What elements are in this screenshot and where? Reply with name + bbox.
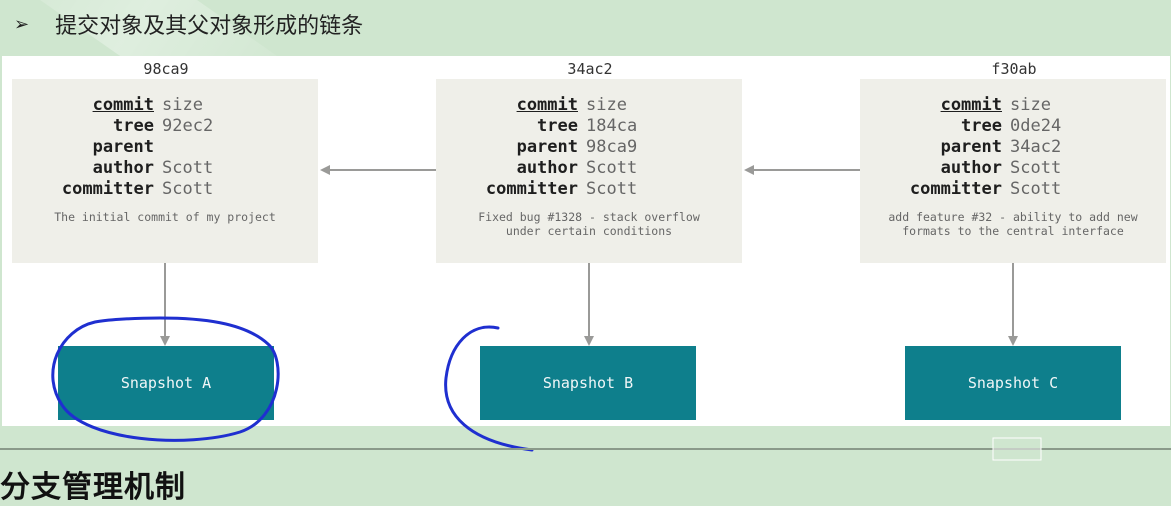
field-row: tree 92ec2	[12, 116, 318, 137]
field-value: 0de24	[1010, 116, 1062, 136]
field-row: author Scott	[12, 158, 318, 179]
field-row: tree 0de24	[860, 116, 1166, 137]
field-row: commit size	[12, 95, 318, 116]
field-value: Scott	[1010, 158, 1062, 178]
bullet-arrow-icon: ➢	[14, 13, 30, 35]
handdrawn-annotations	[51, 316, 534, 452]
field-value: 184ca	[586, 116, 638, 136]
field-row: author Scott	[860, 158, 1166, 179]
field-value: size	[1010, 95, 1051, 115]
field-key: tree	[113, 116, 154, 136]
commit-hash-label: 98ca9	[143, 60, 189, 78]
diagram-connectors	[160, 165, 1018, 346]
field-key: parent	[940, 137, 1002, 157]
snapshot-box: Snapshot B	[480, 346, 696, 420]
field-key: parent	[92, 137, 154, 157]
field-row: parent 34ac2	[860, 137, 1166, 158]
field-value: 92ec2	[162, 116, 214, 136]
bullet-item: ➢ 提交对象及其父对象形成的链条	[14, 6, 363, 42]
field-key: author	[940, 158, 1002, 178]
bullet-text: 提交对象及其父对象形成的链条	[55, 14, 364, 39]
field-key: committer	[485, 179, 578, 199]
field-row: tree 184ca	[436, 116, 742, 137]
field-value: Scott	[162, 179, 214, 199]
field-key: committer	[61, 179, 154, 199]
field-row: commit size	[436, 95, 742, 116]
field-row: committer Scott	[12, 179, 318, 200]
field-key: parent	[516, 137, 578, 157]
snapshot-box: Snapshot A	[58, 346, 274, 420]
field-value: 98ca9	[586, 137, 638, 157]
field-value: 34ac2	[1010, 137, 1062, 157]
commit-hash-label: f30ab	[991, 60, 1037, 78]
commit-message: add feature #32 - ability to add new for…	[888, 210, 1138, 238]
field-value: size	[162, 95, 203, 115]
field-key: commit	[516, 95, 578, 115]
field-row: commit size	[860, 95, 1166, 116]
field-value: Scott	[586, 158, 638, 178]
bracket-annotation	[444, 325, 534, 452]
field-key: tree	[537, 116, 578, 136]
field-value: Scott	[162, 158, 214, 178]
field-key: commit	[92, 95, 154, 115]
field-row: author Scott	[436, 158, 742, 179]
field-row: parent 98ca9	[436, 137, 742, 158]
field-key: tree	[961, 116, 1002, 136]
field-row: committer Scott	[860, 179, 1166, 200]
slide-decoration	[992, 437, 1042, 461]
field-value: Scott	[1010, 179, 1062, 199]
git-commit-diagram: 98ca9 commit size tree 92ec2 parent author…	[2, 56, 1170, 426]
field-key: commit	[940, 95, 1002, 115]
field-value: Scott	[586, 179, 638, 199]
commit-hash-label: 34ac2	[567, 60, 613, 78]
commit-message: Fixed bug #1328 - stack overflow under c…	[478, 210, 700, 238]
field-key: author	[516, 158, 578, 178]
field-key: author	[92, 158, 154, 178]
circle-annotation	[51, 316, 280, 442]
next-section-heading: 分支管理机制	[0, 470, 186, 505]
commit-message: The initial commit of my project	[54, 210, 276, 224]
field-row: parent	[12, 137, 318, 158]
field-value: size	[586, 95, 627, 115]
section-divider	[0, 448, 1171, 450]
snapshot-box: Snapshot C	[905, 346, 1121, 420]
field-key: committer	[909, 179, 1002, 199]
field-row: committer Scott	[436, 179, 742, 200]
